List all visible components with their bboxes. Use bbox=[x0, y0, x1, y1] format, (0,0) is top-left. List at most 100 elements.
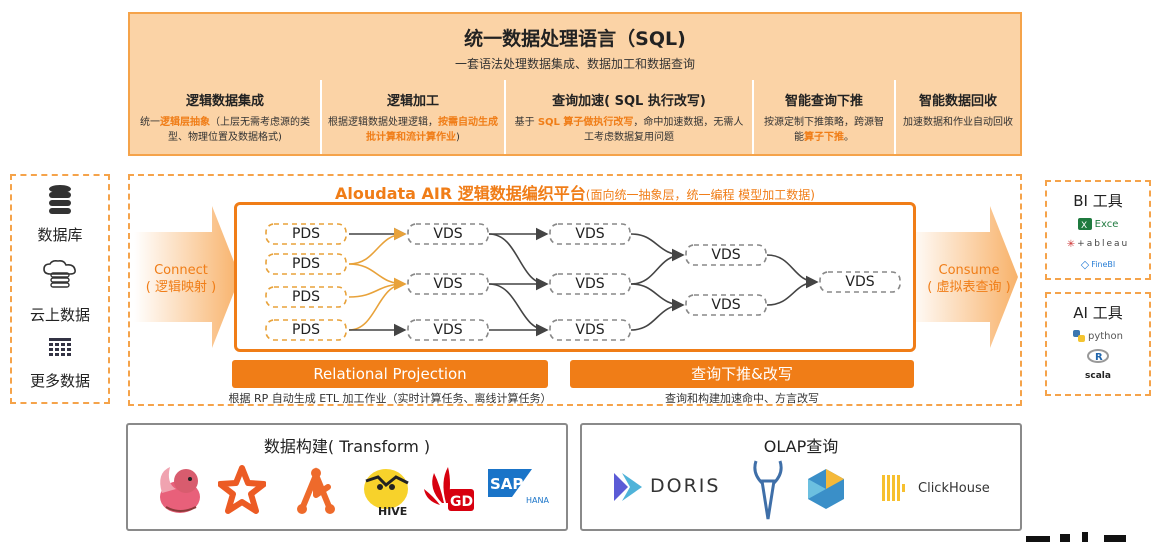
tableau-logo: ✳ +ableau bbox=[1047, 237, 1149, 251]
connect-label-group: Connect ( 逻辑映射 ) bbox=[136, 262, 226, 296]
more-data-icon bbox=[49, 338, 71, 356]
flow-connectors bbox=[348, 227, 819, 337]
vds-node-outline bbox=[549, 319, 631, 341]
vds-node-outline bbox=[685, 294, 767, 316]
excel-text: Exce bbox=[1094, 218, 1119, 230]
cloud-data-label: 云上数据 bbox=[29, 306, 90, 324]
star-icon bbox=[218, 465, 266, 514]
feature-desc-text: 统一 bbox=[140, 117, 160, 128]
tableau-icon: ✳ bbox=[1066, 238, 1076, 250]
feature-title: 查询加速( SQL 执行改写) bbox=[552, 94, 706, 109]
vds-node: VDS bbox=[685, 244, 767, 266]
scala-logo: scala bbox=[1047, 369, 1149, 383]
bi-tools-panel: BI 工具 X Exce ✳ +ableau ◇ FineBI bbox=[1045, 180, 1151, 280]
data-sources-panel: 数据库 云上数据 更多数据 bbox=[10, 174, 110, 404]
excel-logo: X Exce bbox=[1047, 217, 1149, 231]
platform-title: Aloudata AIR 逻辑数据编织平台(面向统一抽象层，统一编程 模型加工数… bbox=[130, 180, 1020, 204]
hive-text: HIVE bbox=[378, 505, 407, 518]
feature-desc-text: 根据逻辑数据处理逻辑， bbox=[328, 117, 438, 128]
feature-desc-highlight: 逻辑层抽象 bbox=[160, 117, 210, 128]
connect-sublabel: ( 逻辑映射 ) bbox=[145, 280, 217, 295]
vds-node-label: VDS bbox=[711, 297, 741, 313]
pushdown-rewrite-desc: 查询和构建加速命中、方言改写 bbox=[665, 392, 819, 405]
vds-node-label: VDS bbox=[575, 226, 605, 242]
sql-subtitle: 一套语法处理数据集成、数据加工和数据查询 bbox=[454, 57, 695, 71]
vds-node-label: VDS bbox=[575, 276, 605, 292]
vds-node-label: VDS bbox=[433, 276, 463, 292]
vds-node: VDS bbox=[549, 319, 631, 341]
consume-label-group: Consume ( 虚拟表查询 ) bbox=[924, 262, 1014, 296]
vds-node: VDS bbox=[685, 294, 767, 316]
sql-title: 统一数据处理语言（SQL) bbox=[464, 28, 686, 50]
connect-label: Connect bbox=[154, 263, 208, 278]
pds-node: PDS bbox=[265, 223, 347, 245]
feature-desc-text: ) bbox=[456, 132, 460, 143]
vds-node-outline bbox=[407, 223, 489, 245]
feature-desc: 统一逻辑层抽象（上层无需考虑源的类型、物理位置及数据格式) bbox=[136, 115, 314, 145]
vds-node-label: VDS bbox=[433, 322, 463, 338]
feature-desc-text: 基于 bbox=[514, 117, 538, 128]
vds-node: VDS bbox=[407, 319, 489, 341]
feature-desc-text: 。 bbox=[844, 132, 854, 143]
r-icon: R bbox=[1087, 349, 1109, 363]
tableau-text: +ableau bbox=[1077, 239, 1130, 249]
ai-tools-title: AI 工具 bbox=[1073, 304, 1123, 322]
svg-text:X: X bbox=[1081, 221, 1087, 230]
gd-text: GD bbox=[450, 494, 473, 510]
vds-node: VDS bbox=[407, 223, 489, 245]
consume-sublabel: ( 虚拟表查询 ) bbox=[927, 280, 1011, 295]
database-label: 数据库 bbox=[37, 226, 83, 244]
r-logo: R bbox=[1047, 349, 1149, 363]
vds-node: VDS bbox=[549, 273, 631, 295]
python-logo: python bbox=[1047, 329, 1149, 343]
platform-subtitle: (面向统一抽象层，统一编程 模型加工数据) bbox=[585, 188, 815, 202]
feature-logical-processing: 逻辑加工 根据逻辑数据处理逻辑，按需自动生成批计算和流计算作业) bbox=[320, 80, 504, 154]
scala-text: scala bbox=[1085, 371, 1111, 381]
vds-node-outline bbox=[407, 273, 489, 295]
clickhouse-text: ClickHouse bbox=[918, 481, 990, 496]
platform-panel: Aloudata AIR 逻辑数据编织平台(面向统一抽象层，统一编程 模型加工数… bbox=[128, 174, 1022, 406]
doris-text: DORIS bbox=[650, 475, 721, 497]
hana-text: HANA bbox=[526, 496, 549, 505]
feature-desc-text: （上层无需考虑源的类型、物理位置及数据格式) bbox=[168, 117, 310, 143]
feature-desc-text: 按源定制下推策略，跨源智能 bbox=[764, 117, 884, 143]
excel-icon: X bbox=[1077, 218, 1092, 230]
finebi-text: FineBI bbox=[1091, 259, 1116, 269]
feature-desc: 按源定制下推策略，跨源智能算子下推。 bbox=[760, 115, 888, 145]
feature-desc-highlight: 按需自动生成批计算和流计算作业 bbox=[366, 117, 498, 143]
vds-node-outline bbox=[407, 319, 489, 341]
pds-node-outline bbox=[265, 253, 347, 275]
pds-node: PDS bbox=[265, 286, 347, 308]
relational-projection-desc: 根据 RP 自动生成 ETL 加工作业（实时计算任务、离线计算任务） bbox=[228, 392, 552, 405]
vds-node: VDS bbox=[819, 271, 901, 293]
vds-node-outline bbox=[549, 223, 631, 245]
vds-node-outline bbox=[819, 271, 901, 293]
pds-node-label: PDS bbox=[291, 289, 321, 305]
feature-desc-highlight: 算子下推 bbox=[804, 132, 844, 143]
vds-node-label: VDS bbox=[433, 226, 463, 242]
hive-icon: HIVE bbox=[364, 469, 409, 518]
pds-node-outline bbox=[265, 286, 347, 308]
feature-desc: 根据逻辑数据处理逻辑，按需自动生成批计算和流计算作业) bbox=[328, 115, 498, 145]
sql-header: 统一数据处理语言（SQL) 一套语法处理数据集成、数据加工和数据查询 bbox=[130, 14, 1020, 78]
pds-node-label: PDS bbox=[291, 256, 321, 272]
pushdown-rewrite-bar: 查询下推&改写 bbox=[570, 360, 914, 388]
pds-node-label: PDS bbox=[291, 322, 321, 338]
consume-label: Consume bbox=[938, 263, 1000, 278]
sap-text: SAP bbox=[490, 475, 523, 493]
connect-arrow bbox=[134, 206, 240, 348]
kyligence-icon bbox=[808, 469, 844, 509]
feature-logical-integration: 逻辑数据集成 统一逻辑层抽象（上层无需考虑源的类型、物理位置及数据格式) bbox=[130, 80, 320, 154]
doris-icon bbox=[614, 473, 642, 501]
python-icon bbox=[1073, 330, 1085, 342]
huawei-gd-icon: GD bbox=[424, 467, 474, 511]
watermark-fragment bbox=[1026, 532, 1126, 542]
vds-node-label: VDS bbox=[711, 247, 741, 263]
feature-query-acceleration: 查询加速( SQL 执行改写) 基于 SQL 算子做执行改写，命中加速数据，无需… bbox=[504, 80, 752, 154]
r-text: R bbox=[1095, 352, 1103, 363]
pds-node-label: PDS bbox=[291, 226, 321, 242]
feature-title: 智能查询下推 bbox=[784, 94, 863, 109]
pds-node: PDS bbox=[265, 319, 347, 341]
branch-graph-icon bbox=[297, 467, 335, 514]
bi-tools-title: BI 工具 bbox=[1073, 192, 1123, 210]
